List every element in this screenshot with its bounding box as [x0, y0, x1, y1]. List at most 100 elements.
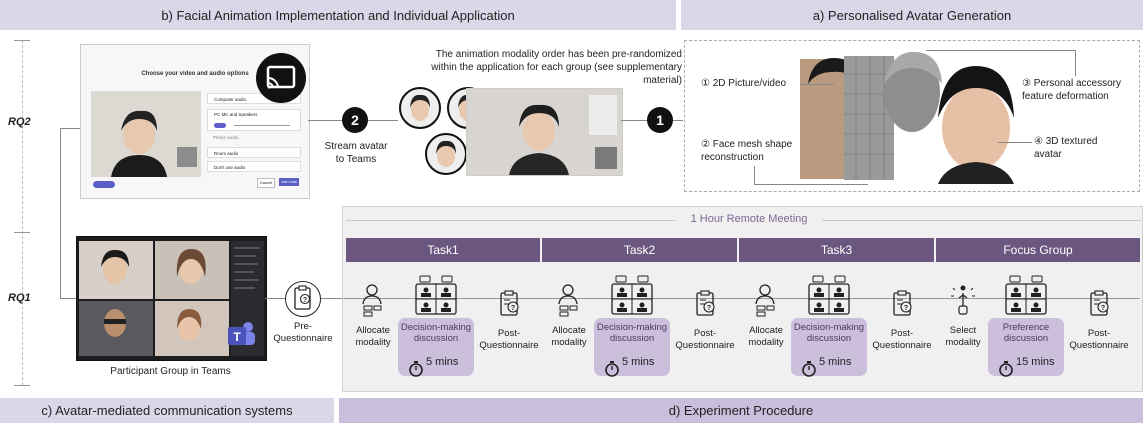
leader-line [998, 142, 1032, 143]
avatar-application-window [466, 88, 623, 176]
post-questionnaire-label: Post-Questionnaire [1069, 328, 1129, 351]
timer-icon [802, 361, 816, 377]
rq1-label: RQ1 [8, 292, 31, 304]
phone-audio-option[interactable]: Phone audio [213, 135, 239, 140]
label-face-mesh-2: reconstruction [701, 152, 764, 163]
label-3d-avatar-1: ④ 3D textured [1034, 136, 1098, 147]
join-now-button[interactable]: Join now [279, 178, 299, 186]
svg-text:T: T [233, 330, 241, 344]
connector [673, 120, 683, 121]
duration-label: 5 mins [819, 356, 852, 368]
flow-line [343, 298, 1140, 299]
connector [368, 120, 398, 121]
camera-toggle[interactable] [93, 181, 115, 188]
cancel-button[interactable]: Cancel [257, 178, 275, 188]
svg-text:?: ? [707, 305, 711, 312]
task-3-bar: Task3 [739, 238, 934, 262]
leader-line [1075, 50, 1076, 76]
cast-icon [256, 53, 306, 103]
connector [621, 120, 647, 121]
task-1-bar: Task1 [346, 238, 540, 262]
rq-axis [22, 40, 23, 385]
label-2d-picture: ① 2D Picture/video [701, 78, 787, 89]
leader-line [754, 184, 868, 185]
connector [60, 128, 61, 298]
stream-label-2: to Teams [335, 154, 377, 165]
rq-tick [14, 40, 30, 41]
connector [60, 298, 76, 299]
speakers-option[interactable]: PC Mic and Speakers [207, 109, 301, 131]
connector [321, 298, 343, 299]
label-3d-avatar-2: avatar [1034, 149, 1062, 160]
task-2-bar: Task2 [542, 238, 737, 262]
connector [265, 298, 285, 299]
pre-questionnaire-label-2: Questionnaire [273, 333, 333, 344]
timer-icon [999, 361, 1013, 377]
group-discussion-icon [808, 275, 850, 315]
header-b: b) Facial Animation Implementation and I… [0, 0, 676, 30]
allocate-modality-icon [558, 284, 578, 317]
avatar-generation-panel [684, 40, 1140, 192]
audio-options: Computer audio PC Mic and Speakers Phone… [207, 91, 301, 191]
dont-use-audio-option[interactable]: Don't use audio [207, 161, 301, 172]
mic-toggle[interactable] [214, 123, 226, 128]
allocate-modality-icon [755, 284, 775, 317]
connector [60, 128, 80, 129]
post-questionnaire-icon: ? [696, 290, 715, 316]
modality-avatar-3 [425, 133, 467, 175]
post-questionnaire-icon: ? [893, 290, 912, 316]
leader-line [800, 84, 834, 85]
rq-tick [14, 232, 30, 233]
label-face-mesh-1: ② Face mesh shape [701, 139, 793, 150]
volume-slider[interactable] [234, 125, 290, 126]
teams-logo-glyph: T [228, 322, 255, 345]
room-audio-option[interactable]: Room audio [207, 147, 301, 158]
post-questionnaire-label: Post-Questionnaire [479, 328, 539, 351]
label-accessory-2: feature deformation [1022, 91, 1109, 102]
meeting-title: 1 Hour Remote Meeting [676, 213, 822, 225]
teams-meeting-window [76, 236, 267, 361]
post-questionnaire-icon: ? [1090, 290, 1109, 316]
header-d: d) Experiment Procedure [339, 398, 1143, 423]
connector [308, 120, 342, 121]
post-questionnaire-label: Post-Questionnaire [872, 328, 932, 351]
video-preview [91, 91, 201, 177]
avatar-preview-image [91, 91, 201, 177]
svg-text:?: ? [511, 305, 515, 312]
leader-line [754, 166, 755, 184]
step-2-badge: 2 [342, 107, 368, 133]
select-modality-icon [951, 285, 975, 315]
group-discussion-icon [611, 275, 653, 315]
rq2-label: RQ2 [8, 116, 31, 128]
duration-label: 5 mins [426, 356, 459, 368]
svg-text:?: ? [904, 305, 908, 312]
dialog-heading: Choose your video and audio options [141, 71, 249, 77]
modality-avatar-1 [399, 87, 441, 129]
teams-logo-icon: T [226, 318, 256, 348]
header-c: c) Avatar-mediated communication systems [0, 398, 334, 423]
speakers-label: PC Mic and Speakers [214, 112, 258, 117]
computer-audio-option[interactable]: Computer audio [207, 93, 301, 104]
leader-line [926, 50, 1076, 51]
post-questionnaire-label: Post-Questionnaire [675, 328, 735, 351]
teams-caption: Participant Group in Teams [110, 366, 231, 377]
pre-questionnaire-label-1: Pre- [294, 321, 312, 332]
allocate-modality-icon [362, 284, 382, 317]
duration-label: 15 mins [1016, 356, 1055, 368]
rq-tick [14, 385, 30, 386]
modality-note-2: within the application for each group (s… [431, 62, 682, 73]
avatar-pipeline-image [800, 52, 1014, 184]
group-discussion-icon [415, 275, 457, 315]
stream-label-1: Stream avatar [324, 141, 388, 152]
pre-questionnaire-icon: ? [285, 281, 321, 317]
step-1-badge: 1 [647, 107, 673, 133]
duration-label: 5 mins [622, 356, 655, 368]
timer-icon [605, 361, 619, 377]
